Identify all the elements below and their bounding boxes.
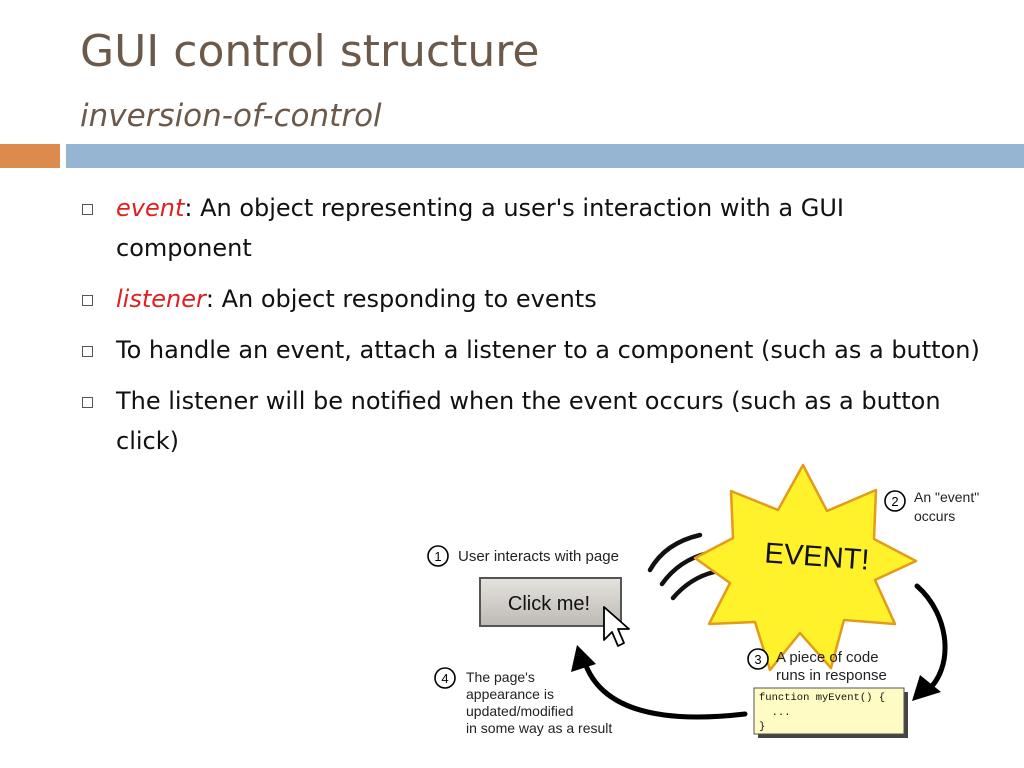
step-1-text: User interacts with page	[458, 548, 619, 565]
cursor-arrow-icon	[603, 606, 630, 647]
bullet-item: listener: An object responding to events	[80, 279, 985, 319]
step-4-line-1: The page's	[466, 669, 535, 685]
arrow-event-to-code-icon	[914, 583, 948, 695]
arrow-code-to-button-icon	[582, 660, 748, 720]
arrowhead-code-to-button-icon	[571, 645, 596, 672]
bullet-text: : An object representing a user's intera…	[116, 194, 844, 262]
bullet-item: event: An object representing a user's i…	[80, 188, 985, 268]
event-label: EVENT!	[764, 537, 871, 576]
step-4-circle-icon	[434, 667, 456, 689]
arrowhead-event-to-code-icon	[912, 675, 941, 701]
bullet-term: listener	[116, 285, 206, 313]
slide-subtitle: inversion-of-control	[80, 98, 382, 134]
step-4-line-4: in some way as a result	[466, 720, 612, 736]
step-4-number: 4	[441, 671, 448, 686]
bullet-text: The listener will be notified when the e…	[116, 387, 941, 455]
step-4-line-3: updated/modified	[466, 703, 573, 719]
bullet-square-icon	[82, 397, 93, 408]
click-me-button-label: Click me!	[508, 593, 590, 615]
code-line-3: }	[759, 721, 765, 733]
step-3-number: 3	[754, 652, 761, 667]
bullet-list: event: An object representing a user's i…	[80, 188, 985, 472]
bullet-square-icon	[82, 346, 93, 357]
step-3-circle-icon	[747, 648, 769, 670]
motion-lines-icon	[647, 532, 717, 601]
click-me-button[interactable]	[479, 577, 622, 627]
code-line-1: function myEvent() {	[759, 692, 885, 704]
accent-bar-blue	[66, 144, 1024, 168]
step-3-line-1: A piece of code	[776, 649, 879, 666]
accent-bar-orange	[0, 144, 60, 168]
bullet-term: event	[116, 194, 185, 222]
bullet-square-icon	[82, 204, 93, 215]
step-2-number: 2	[891, 494, 898, 509]
step-2-line-2: occurs	[914, 508, 955, 524]
step-1-number: 1	[434, 549, 441, 564]
bullet-text: : An object responding to events	[205, 285, 597, 313]
step-3-line-2: runs in response	[776, 667, 887, 684]
slide-title: GUI control structure	[80, 26, 540, 77]
step-2-line-1: An "event"	[914, 489, 979, 505]
code-line-2: ...	[759, 707, 791, 719]
bullet-text: To handle an event, attach a listener to…	[116, 336, 980, 364]
step-4-line-2: appearance is	[466, 686, 554, 702]
step-2-circle-icon	[884, 490, 906, 512]
event-starburst-icon	[693, 463, 918, 672]
bullet-square-icon	[82, 295, 93, 306]
code-box	[753, 687, 905, 735]
bullet-item: To handle an event, attach a listener to…	[80, 330, 985, 370]
bullet-item: The listener will be notified when the e…	[80, 381, 985, 461]
step-1-circle-icon	[427, 545, 449, 567]
